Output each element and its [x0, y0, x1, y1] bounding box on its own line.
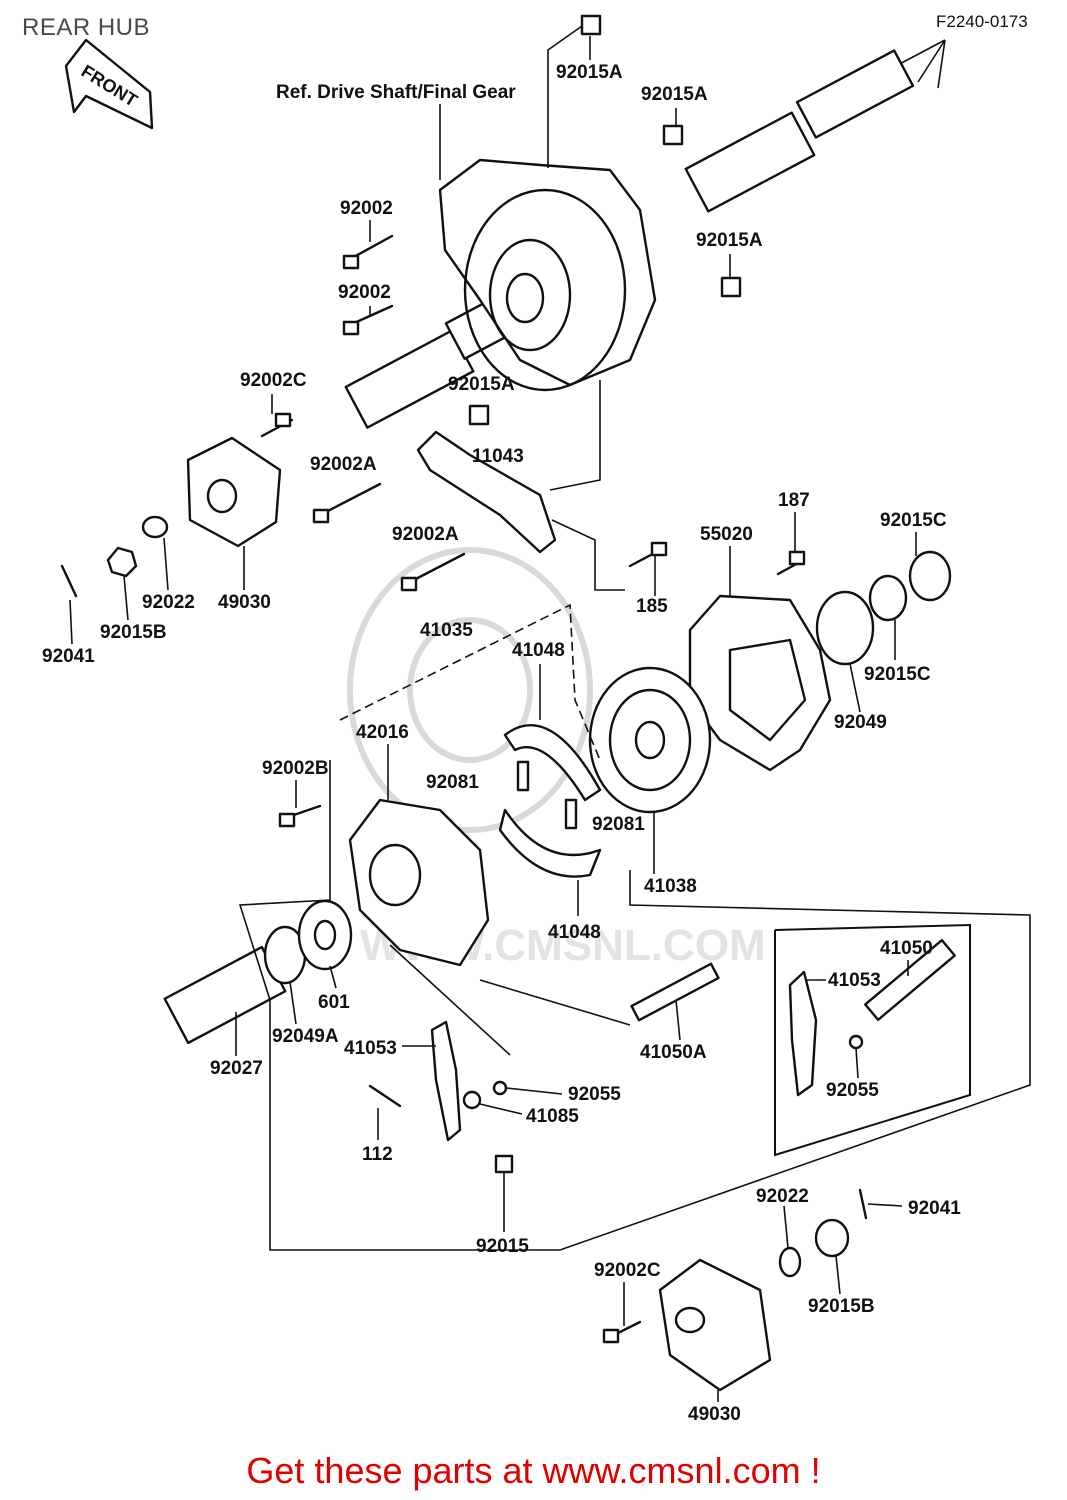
- part-labels: Ref. Drive Shaft/Final Gear 92015A 92015…: [42, 62, 961, 1425]
- label-92022: 92022: [142, 592, 195, 613]
- label-41038: 41038: [644, 876, 697, 897]
- final-gear-case: [438, 158, 657, 392]
- label-112: 112: [362, 1144, 393, 1165]
- label-41053: 41053: [828, 970, 881, 991]
- label-92049: 92049: [834, 712, 887, 733]
- inset-box: [774, 923, 971, 1157]
- label-41085: 41085: [526, 1106, 579, 1127]
- assembly-lines: [238, 25, 1031, 1251]
- cam-lever-41053: [430, 1020, 508, 1142]
- label-601: 601: [318, 992, 350, 1013]
- label-92002A: 92002A: [310, 454, 377, 475]
- brake-drum-41038: [588, 666, 712, 814]
- label-41053: 41053: [344, 1038, 397, 1059]
- label-92002B: 92002B: [262, 758, 329, 779]
- label-41035: 41035: [420, 620, 473, 641]
- hub-cap-49030-bottom: [658, 1188, 868, 1392]
- label-41048: 41048: [512, 640, 565, 661]
- label-187: 187: [778, 490, 810, 511]
- exploded-parts-diagram: WWW.CMSNL.COM FRONT: [42, 14, 1031, 1425]
- label-92027: 92027: [210, 1058, 263, 1079]
- brake-shoes-41048: [498, 724, 602, 878]
- label-92015B: 92015B: [100, 622, 167, 643]
- brake-carrier-42016: [348, 798, 490, 967]
- label-92002C: 92002C: [240, 370, 307, 391]
- label-92002: 92002: [340, 198, 393, 219]
- nuts: [468, 14, 952, 1278]
- label-42016: 42016: [356, 722, 409, 743]
- footer-link-text[interactable]: Get these parts at www.cmsnl.com !: [246, 1450, 821, 1491]
- label-92015A: 92015A: [448, 374, 515, 395]
- page-title: REAR HUB: [22, 14, 151, 41]
- cam-shaft-41050A: [630, 962, 720, 1022]
- label-92015: 92015: [476, 1236, 529, 1257]
- label-49030: 49030: [688, 1404, 741, 1425]
- label-92055: 92055: [568, 1084, 621, 1105]
- label-92081: 92081: [426, 772, 479, 793]
- label-92081: 92081: [592, 814, 645, 835]
- label-92015C: 92015C: [864, 664, 931, 685]
- label-ref-drive-shaft: Ref. Drive Shaft/Final Gear: [276, 82, 516, 103]
- figure-code: F2240-0173: [936, 12, 1028, 31]
- label-41048: 41048: [548, 922, 601, 943]
- label-leaders: [69, 36, 917, 1402]
- label-49030: 49030: [218, 592, 271, 613]
- label-41050A: 41050A: [640, 1042, 707, 1063]
- label-92041: 92041: [908, 1198, 961, 1219]
- hub-cap-49030-left: [60, 436, 282, 598]
- bracket-11043: [416, 430, 557, 554]
- front-arrow-icon: FRONT: [64, 38, 154, 130]
- label-92015A: 92015A: [556, 62, 623, 83]
- label-185: 185: [636, 596, 668, 617]
- label-92022: 92022: [756, 1186, 809, 1207]
- label-92015B: 92015B: [808, 1296, 875, 1317]
- label-92002A: 92002A: [392, 524, 459, 545]
- label-92055: 92055: [826, 1080, 879, 1101]
- label-55020: 55020: [700, 524, 753, 545]
- label-92015A: 92015A: [641, 84, 708, 105]
- label-41050: 41050: [880, 938, 933, 959]
- brake-panel-55020: [688, 590, 875, 772]
- label-92015A: 92015A: [696, 230, 763, 251]
- bolts: [260, 234, 806, 1344]
- label-92002: 92002: [338, 282, 391, 303]
- axle-92027-and-bearing: [163, 899, 353, 1045]
- label-92015C: 92015C: [880, 510, 947, 531]
- label-92002C: 92002C: [594, 1260, 661, 1281]
- label-92049A: 92049A: [272, 1026, 339, 1047]
- label-11043: 11043: [472, 446, 524, 467]
- label-92041: 92041: [42, 646, 95, 667]
